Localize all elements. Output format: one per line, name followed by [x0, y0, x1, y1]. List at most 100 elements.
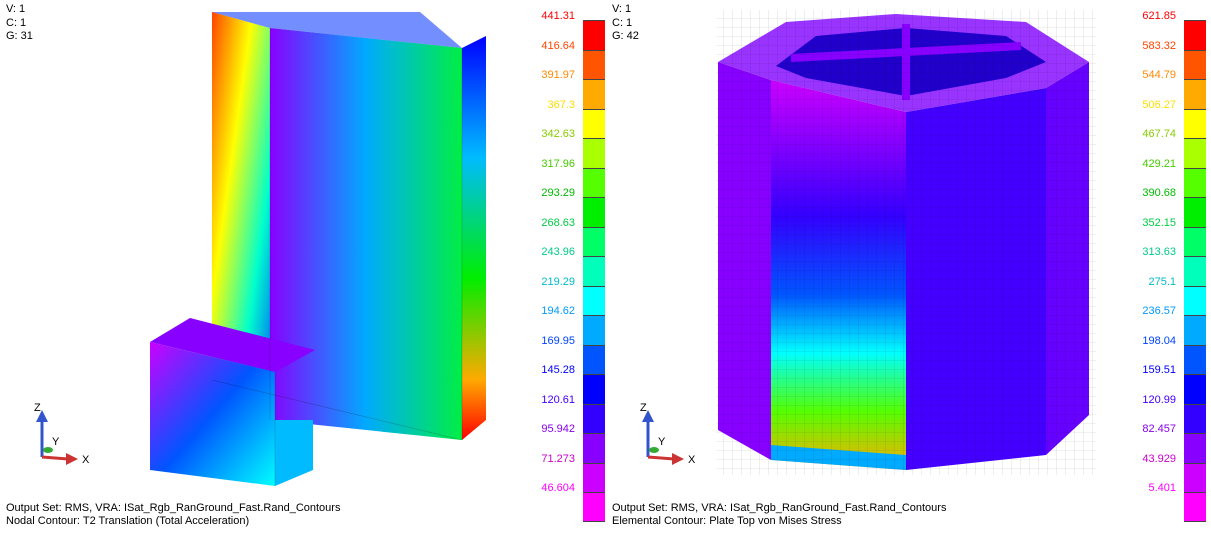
legend-value: 544.79 — [1142, 69, 1176, 81]
legend-value: 194.62 — [541, 305, 575, 317]
legend-swatch — [1184, 79, 1206, 109]
legend-value: 82.457 — [1142, 423, 1176, 435]
legend-swatch — [1184, 49, 1206, 79]
output-info: Output Set: RMS, VRA: ISat_Rgb_RanGround… — [6, 502, 340, 528]
case-number: C: 1 — [612, 16, 633, 29]
triad-y-label: Y — [52, 436, 60, 448]
group-number: G: 42 — [612, 30, 639, 42]
legend-value: 391.97 — [541, 69, 575, 81]
group-number: G: 31 — [6, 30, 33, 42]
legend-value: 352.15 — [1142, 216, 1176, 229]
legend-swatch — [583, 49, 605, 79]
legend-color-bar — [1184, 20, 1206, 522]
legend-swatch — [1184, 492, 1206, 522]
triad-z-label: Z — [640, 402, 647, 414]
legend-color-bar — [583, 20, 605, 522]
legend-swatch — [1184, 433, 1206, 463]
legend-swatch — [1184, 344, 1206, 374]
triad-x-label: X — [82, 454, 90, 466]
axis-triad: Z Y X — [30, 402, 110, 472]
legend-swatch — [583, 256, 605, 286]
legend-value: 342.63 — [541, 128, 575, 140]
legend-value: 367.3 — [547, 98, 575, 111]
legend-value: 46.604 — [541, 482, 575, 494]
tall-block-side — [462, 36, 486, 440]
legend-swatch — [583, 197, 605, 227]
left-viewport[interactable]: V: 1 C: 1 G: 31 — [0, 0, 605, 537]
legend-value: 145.28 — [541, 364, 575, 376]
legend-swatch — [1184, 226, 1206, 256]
triad-x-label: X — [688, 454, 696, 466]
legend-value: 236.57 — [1142, 305, 1176, 317]
output-set-label: Output Set: RMS, VRA: ISat_Rgb_RanGround… — [612, 502, 947, 514]
legend-swatch — [1184, 285, 1206, 315]
legend-value: 169.95 — [541, 334, 575, 347]
legend-value: 120.99 — [1142, 393, 1176, 406]
legend-swatch — [583, 79, 605, 109]
legend-swatch — [583, 344, 605, 374]
triad-y-label: Y — [658, 436, 666, 448]
triad-z-label: Z — [34, 402, 41, 414]
view-info: V: 1 C: 1 G: 31 — [6, 3, 33, 44]
legend-value: 293.29 — [541, 187, 575, 199]
legend-value: 95.942 — [541, 423, 575, 435]
legend-swatch — [583, 315, 605, 345]
legend-value: 71.273 — [541, 452, 575, 465]
legend-value: 313.63 — [1142, 246, 1176, 258]
case-number: C: 1 — [6, 16, 27, 29]
triad-axes — [642, 410, 684, 465]
legend-swatch — [1184, 256, 1206, 286]
legend-value: 120.61 — [541, 393, 575, 406]
legend-swatch — [583, 374, 605, 404]
base-block-side — [275, 420, 313, 486]
legend-value: 621.85 — [1142, 10, 1176, 22]
output-set-label: Output Set: RMS, VRA: ISat_Rgb_RanGround… — [6, 502, 341, 514]
legend-swatch — [583, 108, 605, 138]
legend-swatch — [1184, 374, 1206, 404]
legend-value: 219.29 — [541, 275, 575, 288]
legend-swatch — [1184, 315, 1206, 345]
legend-swatch — [1184, 138, 1206, 168]
legend-value: 268.63 — [541, 216, 575, 229]
legend-value: 416.64 — [541, 39, 575, 52]
mesh-lines — [211, 28, 463, 486]
legend-value: 43.929 — [1142, 452, 1176, 465]
legend-value: 429.21 — [1142, 157, 1176, 170]
legend-swatch — [583, 226, 605, 256]
legend-swatch — [583, 462, 605, 492]
contour-model[interactable] — [0, 0, 540, 537]
legend-swatch — [583, 285, 605, 315]
legend-swatch — [583, 167, 605, 197]
contour-model[interactable] — [606, 0, 1146, 537]
contour-label: Nodal Contour: T2 Translation (Total Acc… — [6, 515, 250, 527]
tall-block-front — [212, 12, 270, 420]
legend-swatch — [583, 20, 605, 50]
legend-swatch — [583, 492, 605, 522]
legend-value: 5.401 — [1148, 482, 1176, 494]
tall-block-top — [212, 12, 462, 48]
legend-value: 583.32 — [1142, 39, 1176, 52]
legend-value: 159.51 — [1142, 364, 1176, 376]
legend-swatch — [1184, 167, 1206, 197]
base-block-front — [150, 342, 275, 486]
contour-legend: 621.85 583.32 544.79 506.27 467.74 429.21 390.… — [1126, 10, 1206, 522]
right-viewport[interactable]: V: 1 C: 1 G: 42 — [606, 0, 1211, 537]
base-block-top — [150, 318, 315, 372]
output-info: Output Set: RMS, VRA: ISat_Rgb_RanGround… — [612, 502, 946, 528]
view-info: V: 1 C: 1 G: 42 — [612, 3, 639, 44]
legend-swatch — [583, 433, 605, 463]
view-number: V: 1 — [612, 3, 632, 15]
legend-swatch — [1184, 108, 1206, 138]
legend-value: 198.04 — [1142, 334, 1176, 347]
legend-value: 243.96 — [541, 246, 575, 258]
mesh-lines — [716, 10, 1096, 475]
tall-block-main — [270, 28, 462, 440]
legend-swatch — [1184, 197, 1206, 227]
legend-value: 467.74 — [1142, 128, 1176, 140]
legend-value: 390.68 — [1142, 187, 1176, 199]
legend-value: 441.31 — [541, 10, 575, 22]
legend-value: 506.27 — [1142, 98, 1176, 111]
triad-axes — [36, 410, 78, 465]
view-number: V: 1 — [6, 3, 26, 15]
